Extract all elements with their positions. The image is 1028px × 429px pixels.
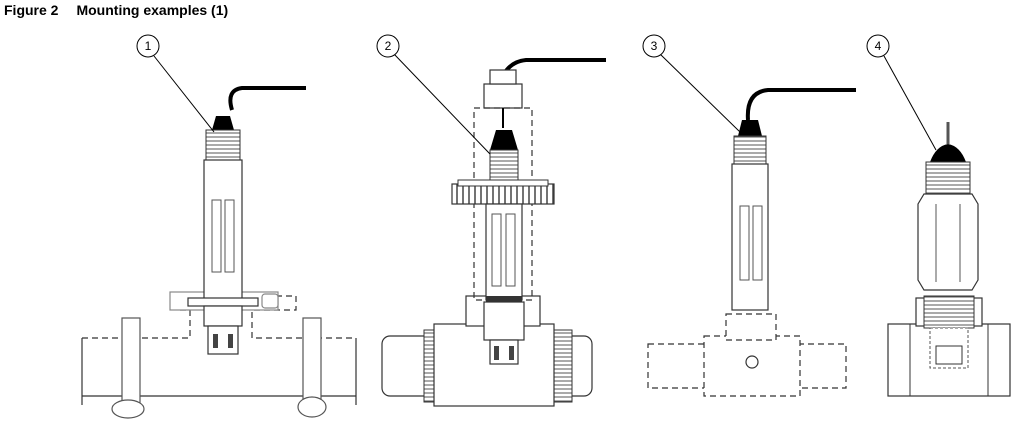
mounting-example-4 — [883, 55, 1011, 397]
callout-3-label: 3 — [651, 39, 658, 53]
callout-3: 3 — [642, 34, 666, 58]
callout-2-label: 2 — [385, 39, 392, 53]
mounting-example-1 — [81, 55, 357, 419]
figure-title: Mounting examples (1) — [76, 2, 229, 18]
mounting-example-3 — [647, 53, 856, 397]
callout-4: 4 — [866, 34, 890, 58]
callout-1-label: 1 — [145, 39, 152, 53]
callout-2: 2 — [376, 34, 400, 58]
callout-4-label: 4 — [875, 39, 882, 53]
callout-1: 1 — [136, 34, 160, 58]
figure-number: Figure 2 — [4, 2, 59, 18]
mounting-example-2 — [381, 53, 606, 407]
figure-caption: Figure 2 Mounting examples (1) — [4, 2, 228, 18]
